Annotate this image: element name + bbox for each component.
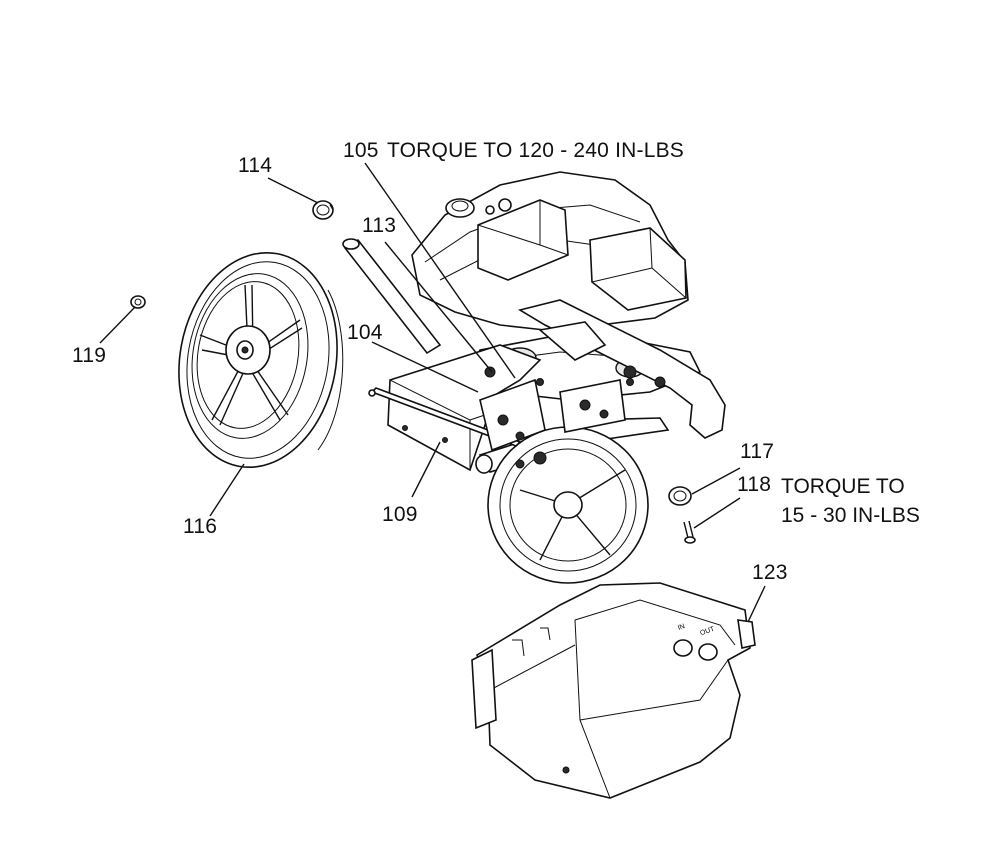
callout-123: 123 (752, 561, 788, 584)
callout-105: 105 (343, 139, 379, 162)
engine-assembly (411, 171, 702, 401)
callout-117: 117 (740, 440, 775, 463)
torque-note-105: TORQUE TO 120 - 240 IN-LBS (387, 139, 684, 162)
callout-118: 118 (737, 473, 772, 496)
leader-lines (99, 162, 766, 623)
callout-114: 114 (238, 154, 273, 177)
bolt-118 (683, 520, 696, 544)
torque-note-118-line2: 15 - 30 IN-LBS (781, 504, 920, 527)
rear-wheel (487, 426, 649, 584)
nut-119 (130, 295, 146, 309)
engine-cover (471, 582, 756, 799)
callout-119: 119 (72, 344, 107, 367)
torque-note-118-line1: TORQUE TO (781, 475, 905, 498)
callout-104: 104 (347, 321, 383, 344)
spacer-117 (668, 486, 692, 506)
hub-cap-114 (312, 200, 334, 220)
axle-plate (368, 344, 542, 472)
callout-109: 109 (382, 503, 418, 526)
callout-116: 116 (183, 515, 218, 538)
mount-brackets (479, 365, 666, 469)
front-wheel (178, 251, 344, 469)
callout-113: 113 (362, 214, 397, 237)
